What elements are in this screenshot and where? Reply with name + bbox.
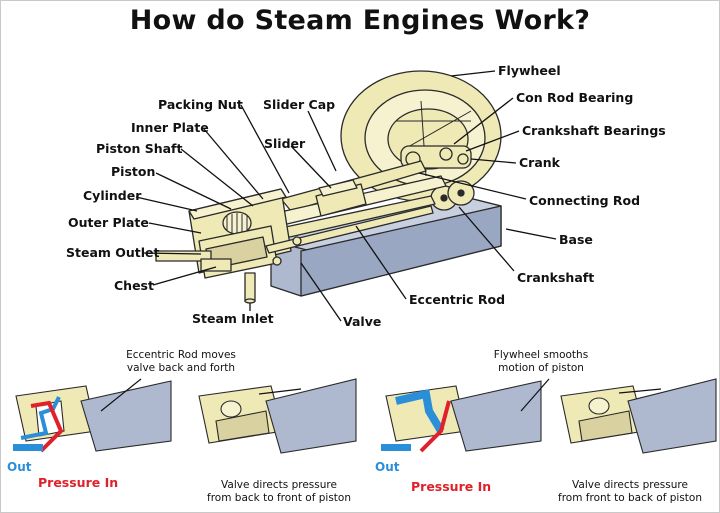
panel-4-drawing xyxy=(560,378,717,454)
label-steam-inlet: Steam Inlet xyxy=(192,311,274,326)
label-crank: Crank xyxy=(519,155,560,170)
page-title: How do Steam Engines Work? xyxy=(129,5,591,36)
label-base: Base xyxy=(559,232,593,247)
label-slider-cap: Slider Cap xyxy=(263,97,336,112)
panel-2-drawing xyxy=(198,378,357,454)
panel-1-out-label: Out xyxy=(7,460,32,474)
label-inner-plate: Inner Plate xyxy=(131,120,209,135)
steam-pipes-drawing xyxy=(155,250,256,304)
panel-leader-lines xyxy=(100,378,662,412)
label-packing-nut: Packing Nut xyxy=(158,97,243,112)
panel-1-caption: Eccentric Rod moves valve back and forth xyxy=(126,349,236,374)
panel-3-drawing xyxy=(381,380,542,453)
panel-3-pressure-label: Pressure In xyxy=(411,479,492,494)
label-piston-shaft: Piston Shaft xyxy=(96,141,183,156)
label-eccentric-rod: Eccentric Rod xyxy=(409,292,506,307)
label-crankshaft-bearings: Crankshaft Bearings xyxy=(522,123,666,138)
leader-lines xyxy=(135,70,557,322)
panel-3-out-label: Out xyxy=(375,460,400,474)
panel-2-caption: Valve directs pressure from back to fron… xyxy=(207,479,351,504)
label-slider: Slider xyxy=(264,136,306,151)
label-cylinder: Cylinder xyxy=(83,188,142,203)
panel-1-drawing xyxy=(9,380,172,456)
label-connecting-rod: Connecting Rod xyxy=(529,193,641,208)
eccentric-rod-drawing xyxy=(265,205,434,266)
label-valve: Valve xyxy=(343,314,382,329)
label-flywheel: Flywheel xyxy=(498,63,561,78)
slider-drawing xyxy=(315,179,367,217)
label-piston: Piston xyxy=(111,164,156,179)
label-con-rod-bearing: Con Rod Bearing xyxy=(516,90,634,105)
label-steam-outlet: Steam Outlet xyxy=(66,245,160,260)
panel-4-caption: Valve directs pressure from front to bac… xyxy=(558,479,702,504)
panel-1-pressure-label: Pressure In xyxy=(38,475,119,490)
label-chest: Chest xyxy=(114,278,154,293)
panel-3-caption: Flywheel smooths motion of piston xyxy=(493,349,589,374)
label-crankshaft: Crankshaft xyxy=(517,270,595,285)
label-outer-plate: Outer Plate xyxy=(68,215,149,230)
